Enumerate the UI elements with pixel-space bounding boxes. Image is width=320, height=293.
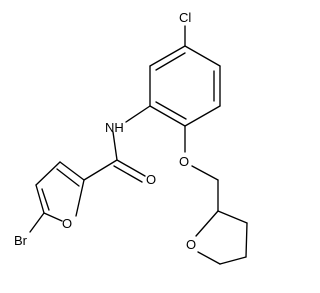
bond [219,256,247,265]
bond-o-ch2 [191,165,219,181]
bond [149,45,186,67]
bond-c-n [125,105,151,123]
furan-ring [35,161,85,222]
bond [35,161,61,186]
bond [217,210,248,224]
benzene-ring [149,45,221,127]
bond-n-c-amide [112,131,118,161]
bond-c-br [29,212,45,233]
atom-label-nh: NH [105,120,124,135]
thf-ring [195,210,248,265]
bond [245,222,248,258]
atom-label-chlorine: Cl [179,10,191,25]
bond [184,45,221,67]
molecule-structure: Cl NH O O Br O O [14,10,248,265]
bond [35,184,45,214]
bond [149,105,186,127]
bond [59,161,85,181]
bond [155,101,187,120]
bond [56,168,80,187]
bond [41,188,50,211]
bond [43,212,63,222]
atom-label-ether-oxygen: O [179,154,189,169]
bond-amide-furan [83,159,118,181]
bond-c-o-double [116,159,146,177]
atom-label-furan-oxygen: O [62,216,72,231]
atom-label-bromine: Br [14,233,28,248]
bond [75,179,85,217]
atom-label-carbonyl-oxygen: O [146,172,156,187]
bond-c-o-double [113,165,143,183]
structure-canvas: Cl NH O O Br O O [14,10,248,265]
bond [155,52,186,71]
bond [197,251,221,265]
atom-label-thf-oxygen: O [186,237,196,252]
bond [195,210,219,237]
bond [184,105,221,127]
